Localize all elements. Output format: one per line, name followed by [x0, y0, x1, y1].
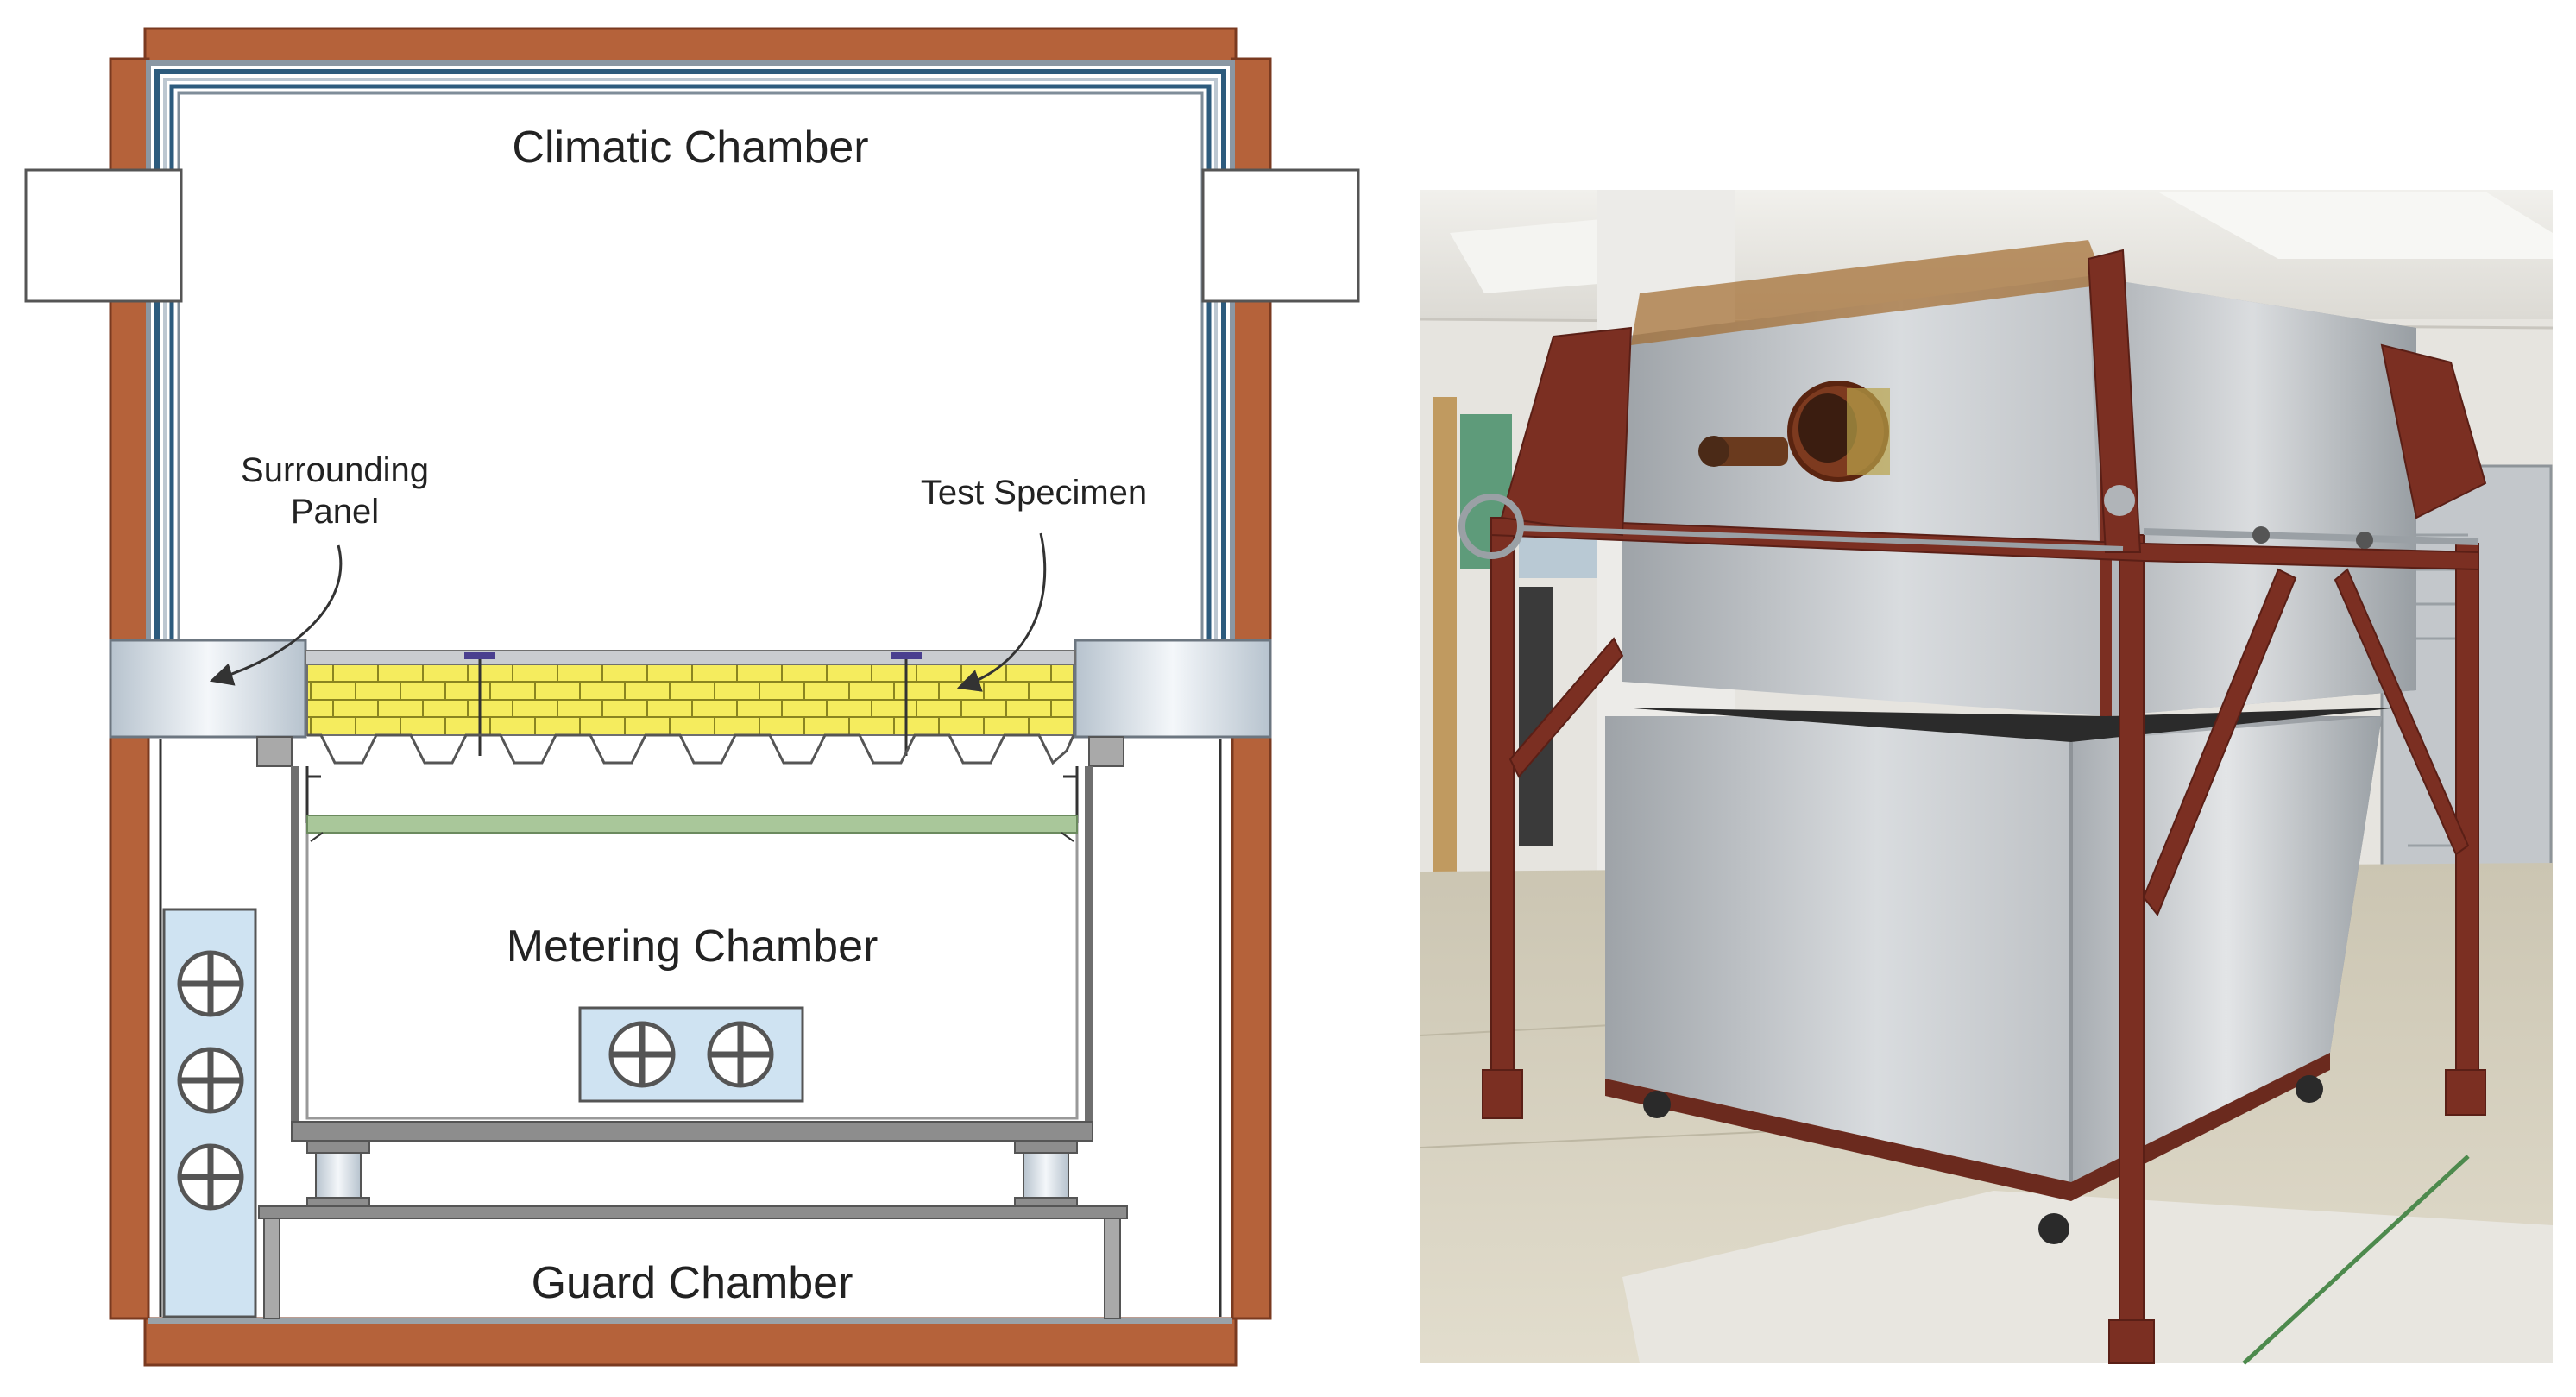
right-port-box — [1201, 168, 1360, 303]
photo-handwheel — [1458, 485, 2479, 559]
metering-chamber-label: Metering Chamber — [507, 922, 879, 972]
fan-icon — [177, 1047, 244, 1114]
guard-chamber-walls — [159, 739, 1222, 1317]
ledge-left — [256, 736, 293, 767]
test-specimen-arrow — [956, 532, 1047, 692]
surrounding-panel-left — [109, 639, 307, 739]
surrounding-panel-right — [1074, 639, 1272, 739]
ledge-right — [1088, 736, 1124, 767]
surrounding-panel-arrow — [209, 544, 343, 686]
surrounding-panel-label-line2: Panel — [291, 493, 379, 531]
hot-box-schematic: Climatic Chamber — [24, 27, 1360, 1367]
fan-icon — [707, 1021, 774, 1088]
fan-icon — [177, 950, 244, 1017]
metering-fan-unit — [578, 1006, 804, 1103]
climatic-chamber-liner — [146, 60, 1235, 643]
test-specimen-label: Test Specimen — [921, 474, 1147, 512]
photo-steel-frame — [1482, 249, 2487, 1364]
guard-fan-unit — [162, 908, 257, 1318]
surrounding-panel-label-line1: Surrounding — [241, 451, 429, 489]
left-port-box — [24, 168, 183, 303]
photo-climatic-chamber — [1622, 240, 2416, 716]
metering-supports — [306, 1140, 1078, 1209]
guard-chamber-label: Guard Chamber — [532, 1258, 853, 1308]
baffle — [306, 815, 1078, 842]
fan-icon — [608, 1021, 676, 1088]
metering-chamber-box — [291, 766, 1093, 1142]
photo-lower-box — [1605, 708, 2399, 1244]
apparatus-photo — [1420, 190, 2554, 1365]
guard-table — [258, 1205, 1128, 1319]
fan-icon — [177, 1143, 244, 1211]
test-specimen — [305, 650, 1076, 765]
climatic-chamber-label: Climatic Chamber — [512, 123, 868, 173]
